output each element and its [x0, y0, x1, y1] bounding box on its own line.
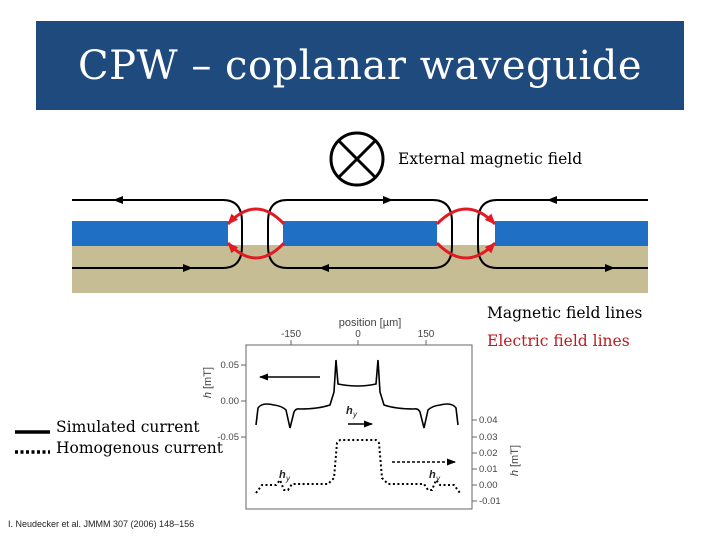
ground-conductor-right [495, 221, 648, 246]
y-right-ticks [472, 419, 477, 502]
svg-text:h: h [279, 469, 286, 481]
x-tick-label: 0 [355, 329, 361, 340]
plot-frame [245, 344, 473, 510]
electric-lines-label: Electric field lines [487, 332, 630, 350]
simulated-current-curve [255, 359, 459, 429]
svg-text:y: y [285, 474, 291, 483]
y-right-axis-label: h [mT] [509, 445, 521, 476]
x-tick-label: 150 [418, 329, 435, 340]
y-right-tick-label: 0.01 [479, 464, 498, 475]
svg-text:[mT]: [mT] [509, 445, 521, 467]
y-left-tick-label: -0.05 [217, 432, 239, 443]
svg-text:h: h [509, 470, 521, 476]
annotation-hy-right: h y [429, 469, 441, 483]
y-left-axis-label: h [mT] [202, 367, 214, 398]
x-axis-label: position [µm] [339, 317, 402, 329]
x-ticks [290, 340, 427, 345]
cpw-cross-section [72, 131, 648, 293]
ground-conductor-left [72, 221, 228, 246]
homogenous-current-curve [255, 439, 461, 494]
y-left-ticks [241, 364, 246, 438]
title-bar: CPW – coplanar waveguide [36, 21, 684, 110]
legend-simulated-label: Simulated current [56, 418, 200, 436]
citation: I. Neudecker et al. JMMM 307 (2006) 148–… [8, 519, 195, 529]
y-right-tick-label: 0.00 [479, 480, 498, 491]
annotation-hy-left: h y [279, 469, 291, 483]
svg-text:[mT]: [mT] [202, 367, 214, 389]
svg-text:h: h [346, 405, 353, 417]
magnetic-field-lines [72, 199, 648, 269]
y-right-tick-label: 0.02 [479, 448, 498, 459]
y-right-tick-label: -0.01 [479, 496, 501, 507]
annotation-hy-top: h y [346, 405, 358, 419]
slide-title: CPW – coplanar waveguide [77, 42, 643, 89]
external-field-cross-icon [329, 131, 385, 187]
electric-field-lines [226, 207, 497, 260]
svg-text:y: y [352, 410, 358, 419]
svg-text:h: h [429, 469, 436, 481]
y-right-tick-label: 0.04 [479, 415, 498, 426]
x-tick-label: -150 [281, 329, 301, 340]
external-field-label: External magnetic field [398, 150, 583, 168]
svg-text:h: h [202, 392, 214, 398]
y-left-tick-label: 0.05 [221, 360, 240, 371]
magnetic-lines-label: Magnetic field lines [487, 304, 643, 322]
signal-conductor [283, 221, 437, 246]
svg-text:y: y [435, 474, 441, 483]
y-left-tick-label: 0.00 [221, 396, 240, 407]
y-right-tick-label: 0.03 [479, 432, 498, 443]
magnetic-field-arrows [113, 196, 615, 272]
legend-homogenous-label: Homogenous current [56, 439, 224, 457]
